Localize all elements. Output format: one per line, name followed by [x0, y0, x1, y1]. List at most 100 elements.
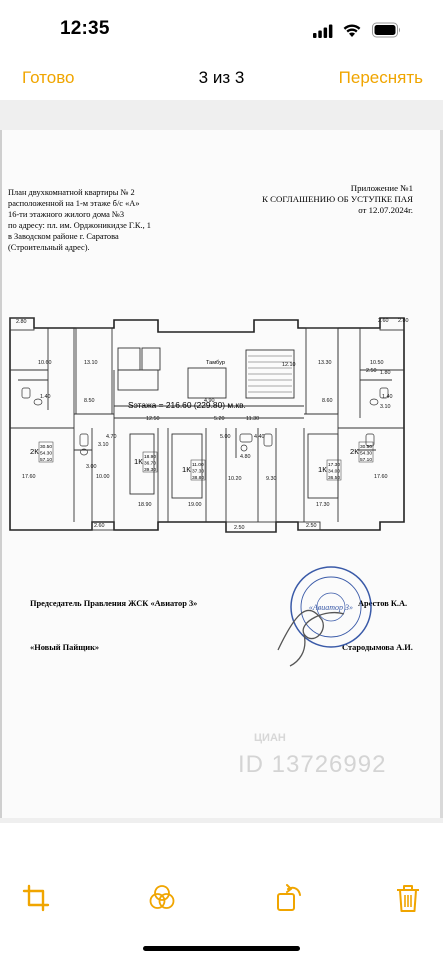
page-edge-right: [440, 130, 443, 818]
plan-dimension-label: 2.80: [16, 319, 27, 325]
document-viewer[interactable]: План двухкомнатной квартиры № 2 располож…: [0, 100, 443, 823]
header-right-line: Приложение №1: [350, 183, 413, 193]
member-name: Стародымова А.И.: [342, 643, 413, 652]
crop-icon: [22, 884, 50, 912]
plan-dimension-label: 17.30: [316, 502, 330, 508]
nav-bar: Готово 3 из 3 Переснять: [0, 60, 443, 100]
watermark-brand: ЦИАН: [254, 732, 286, 744]
plan-dimension-label: 2.80: [398, 318, 409, 324]
apartment-area-value: 30.50: [40, 444, 52, 450]
plan-dimension-label: 13.10: [84, 360, 98, 366]
header-left-line: в Заводском районе г. Саратова: [8, 232, 119, 241]
apartment-area-box: [38, 441, 54, 463]
apartment-area-value: 54.30: [360, 451, 372, 457]
header-left-line: расположенной на 1-м этаже б/с «А»: [8, 199, 140, 208]
floor-plan: 2.80 10.60 13.10 1.40 8.50 4.70 3.10 3.00 17.60 1…: [9, 317, 409, 533]
company-stamp: «Авиатор 3»: [290, 566, 372, 648]
plan-dimension-label: 1.40: [382, 394, 393, 400]
plan-dimension-label: 2.50: [234, 525, 245, 531]
floor-area-label: Sэтажа = 216.60 (229.80) м.кв.: [128, 400, 246, 410]
crop-button[interactable]: [18, 880, 54, 916]
tambur-label: Тамбур: [206, 360, 225, 366]
header-right-line: от 12.07.2024г.: [358, 205, 413, 215]
plan-dimension-label: 12.10: [282, 362, 296, 368]
apartment-area-box: [142, 451, 158, 473]
apartment-area-value: 38.80: [192, 475, 204, 481]
plan-dimension-label: 2.50: [366, 368, 377, 374]
handwritten-signature: [277, 609, 345, 667]
stamp-text: «Авиатор 3»: [309, 603, 353, 612]
plan-dimension-label: 10.60: [38, 360, 52, 366]
plan-dimension-label: 13.30: [318, 360, 332, 366]
plan-dimension-label: 8.60: [322, 398, 333, 404]
rescan-button[interactable]: Переснять: [338, 68, 423, 87]
apartment-area-value: 54.30: [40, 451, 52, 457]
plan-dimension-label: 17.60: [374, 474, 388, 480]
status-time: 12:35: [60, 18, 110, 39]
plan-dimension-label: 10.20: [228, 476, 242, 482]
plan-dimension-label: 18.90: [138, 502, 152, 508]
page-edge-left: [0, 130, 2, 818]
plan-dimension-label: 3.10: [380, 404, 391, 410]
plan-dimension-label: 3.10: [98, 442, 109, 448]
plan-dimension-label: 5.00: [220, 434, 231, 440]
plan-dimension-label: 4.90: [204, 398, 215, 404]
rotate-button[interactable]: [270, 880, 306, 916]
document-header-left: План двухкомнатной квартиры № 2 располож…: [8, 187, 238, 253]
header-left-line: по адресу: пл. им. Орджоникидзе Г.К., 1: [8, 221, 151, 230]
header-left-line: План двухкомнатной квартиры № 2: [8, 188, 135, 197]
delete-button[interactable]: [390, 880, 426, 916]
plan-dimension-label: 1.40: [40, 394, 51, 400]
document-header-right: Приложение №1 К СОГЛАШЕНИЮ ОБ УСТУПКЕ ПА…: [262, 183, 413, 216]
bottom-toolbar: [0, 880, 443, 924]
plan-dimension-label: 17.60: [22, 474, 36, 480]
done-button[interactable]: Готово: [22, 68, 75, 87]
header-left-line: (Строительный адрес).: [8, 243, 90, 252]
filters-button[interactable]: [144, 880, 180, 916]
filters-icon: [149, 885, 175, 909]
apartment-type-label: 2К: [30, 447, 39, 456]
status-bar: 12:35: [0, 0, 443, 60]
apartment-area-box: [326, 459, 342, 481]
apartment-area-value: 17.30: [328, 462, 340, 468]
apartment-area-box: [358, 441, 374, 463]
plan-dimension-label: 3.00: [86, 464, 97, 470]
chairman-name: Арестов К.А.: [358, 599, 408, 608]
apartment-type-label: 1К: [134, 457, 143, 466]
plan-dimension-label: 5.20: [214, 416, 225, 422]
scanned-page[interactable]: План двухкомнатной квартиры № 2 располож…: [0, 130, 443, 818]
apartment-area-value: 57.10: [40, 457, 52, 463]
apartment-area-value: 57.10: [360, 457, 372, 463]
apartment-area-value: 36.70: [144, 461, 156, 467]
apartment-type-label: 1К: [318, 465, 327, 474]
rotate-icon: [277, 884, 301, 911]
plan-dimension-label: 4.80: [240, 454, 251, 460]
cellular-signal-icon: [313, 24, 333, 38]
apartment-type-label: 2К: [350, 447, 359, 456]
chairman-label: Председатель Правления ЖСК «Авиатор 3»: [30, 599, 198, 608]
apartment-area-value: 11.00: [192, 462, 204, 468]
plan-dimension-label: 4.40: [254, 434, 265, 440]
header-left-line: 16-ти этажного жилого дома №3: [8, 210, 125, 219]
wifi-icon: [343, 24, 361, 37]
plan-dimension-label: 10.50: [370, 360, 384, 366]
apartment-type-label: 1К: [182, 465, 191, 474]
plan-dimension-label: 10.00: [96, 474, 110, 480]
apartment-area-box: [190, 459, 206, 481]
watermark-id: ID 13726992: [238, 751, 387, 778]
plan-dimension-label: 8.50: [84, 398, 95, 404]
plan-dimension-label: 4.70: [106, 434, 117, 440]
plan-dimension-label: 1.80: [380, 370, 391, 376]
header-right-line: К СОГЛАШЕНИЮ ОБ УСТУПКЕ ПАЯ: [262, 194, 413, 204]
plan-dimension-label: 19.00: [188, 502, 202, 508]
plan-dimension-label: 2.50: [306, 523, 317, 529]
plan-dimension-label: 2.60: [94, 523, 105, 529]
member-label: «Новый Пайщик»: [30, 643, 100, 652]
home-indicator[interactable]: [143, 946, 300, 951]
apartment-area-value: 36.50: [328, 475, 340, 481]
trash-icon: [397, 885, 419, 912]
apartment-area-value: 30.50: [360, 444, 372, 450]
apartment-area-value: 39.30: [144, 467, 156, 473]
battery-icon: [372, 22, 400, 38]
plan-dimension-label: 2.60: [378, 318, 389, 324]
